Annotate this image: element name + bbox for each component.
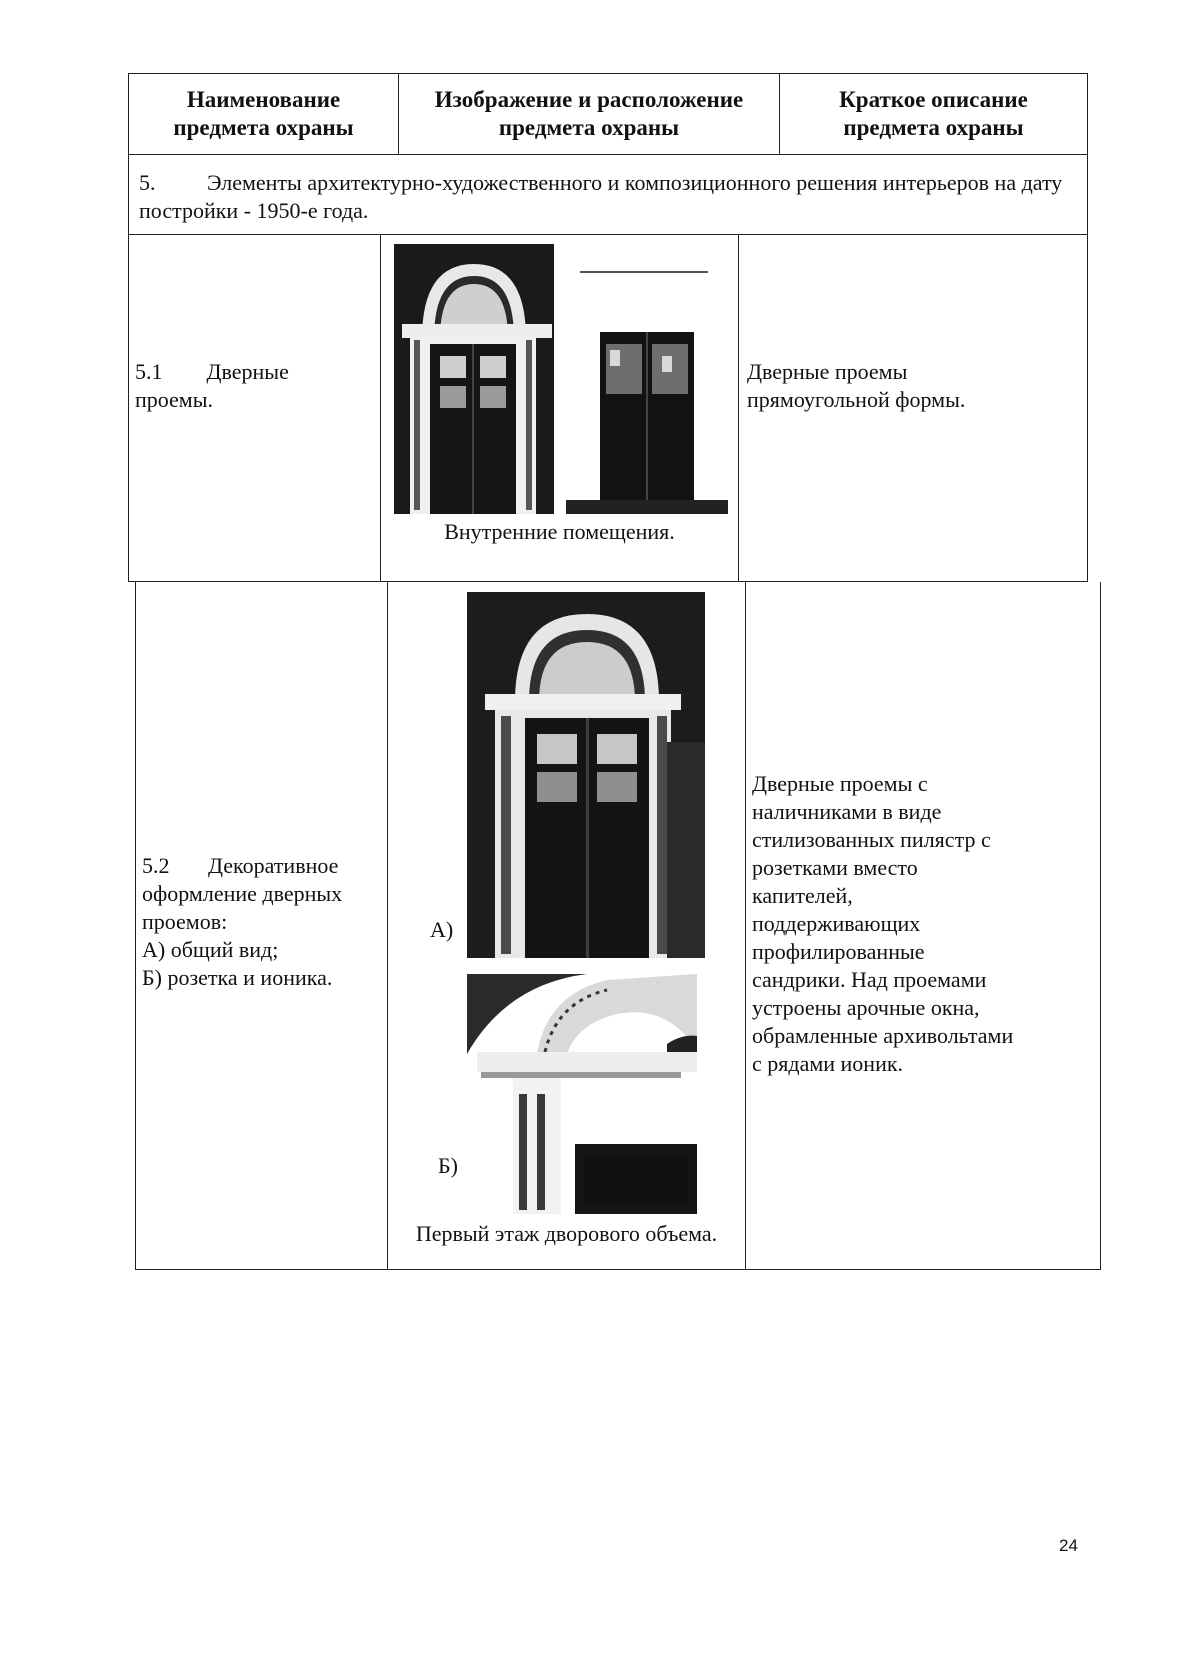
row-description: Дверные проемы с наличниками в виде стил… bbox=[752, 771, 1014, 1076]
column-divider bbox=[738, 234, 739, 581]
image-caption: Первый этаж дворового объема. bbox=[415, 1221, 718, 1246]
table-header: Наименование предмета охраны Изображение… bbox=[128, 73, 1088, 155]
table-row: 5.1 Дверные проемы. bbox=[128, 234, 1088, 582]
label-b: Б) bbox=[438, 1153, 458, 1178]
header-description: Краткое описание предмета охраны bbox=[780, 74, 1087, 154]
header-image: Изображение и расположение предмета охра… bbox=[399, 74, 780, 154]
section-number: 5. bbox=[139, 170, 156, 195]
row-name: 5.1 Дверные проемы. bbox=[135, 359, 289, 412]
doorway-rectangular-photo bbox=[566, 252, 728, 514]
rosette-and-ionic-photo bbox=[467, 974, 697, 1214]
header-name: Наименование предмета охраны bbox=[129, 74, 399, 154]
section-row: 5.Элементы архитектурно-художественного … bbox=[128, 155, 1088, 235]
header-description-text: Краткое описание предмета охраны bbox=[839, 87, 1028, 140]
table-row: 5.2 Декоративное оформление дверных прое… bbox=[135, 582, 1101, 1270]
doorway-general-view-photo bbox=[467, 592, 705, 958]
doorway-arch-photo bbox=[394, 244, 554, 514]
header-name-text: Наименование предмета охраны bbox=[173, 87, 354, 140]
row-name: 5.2 Декоративное оформление дверных прое… bbox=[142, 853, 343, 990]
column-divider bbox=[745, 582, 746, 1269]
column-divider bbox=[380, 234, 381, 581]
row-description: Дверные проемы прямоугольной формы. bbox=[747, 359, 966, 412]
column-divider bbox=[387, 582, 388, 1269]
page-number: 24 bbox=[1059, 1536, 1078, 1555]
section-text: Элементы архитектурно-художественного и … bbox=[139, 170, 1063, 223]
label-a: А) bbox=[430, 917, 454, 942]
image-caption: Внутренние помещения. bbox=[444, 519, 675, 544]
header-image-text: Изображение и расположение предмета охра… bbox=[434, 87, 744, 140]
